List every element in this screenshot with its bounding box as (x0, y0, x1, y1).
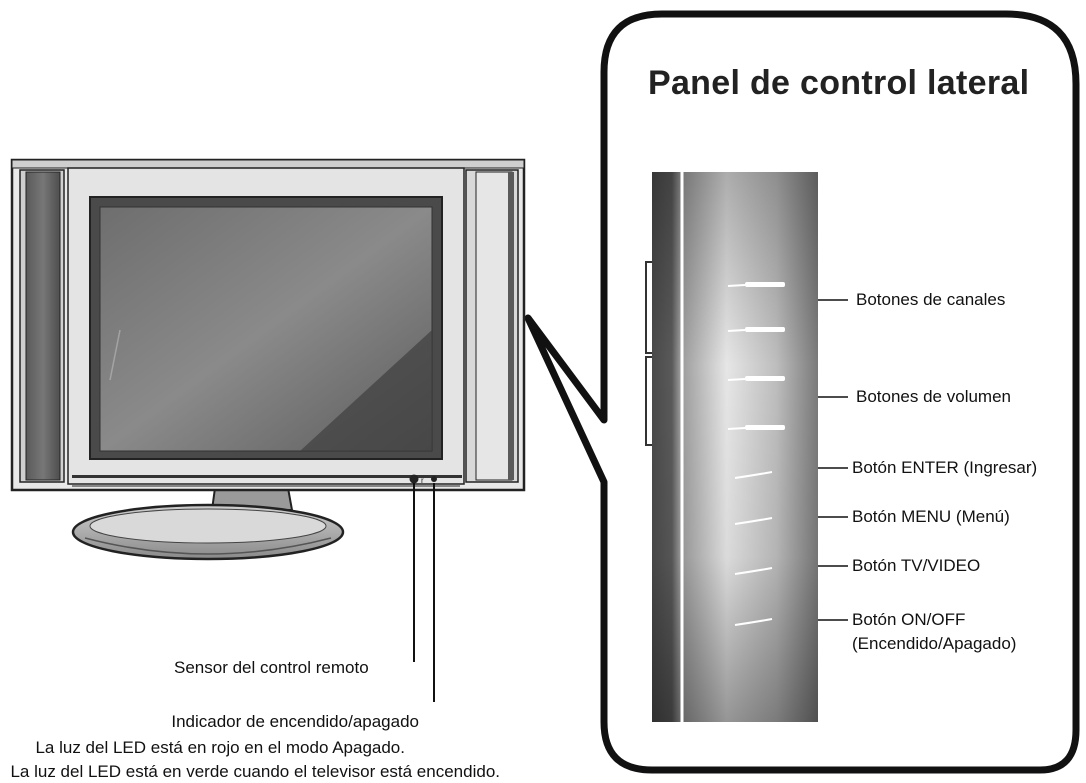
panel-leader-lines (818, 299, 848, 621)
label-on-off-button: Botón ON/OFF (852, 610, 966, 629)
label-enter-button: Botón ENTER (Ingresar) (852, 458, 1038, 477)
label-menu-button: Botón MENU (Menú) (852, 507, 1010, 526)
side-panel-strip (645, 172, 818, 722)
channel-buttons-marks (727, 282, 785, 332)
label-remote-sensor: Sensor del control remoto (174, 658, 369, 677)
thin-buttons-marks (734, 471, 773, 626)
tv-leader-lines (413, 483, 435, 702)
label-power-indicator: Indicador de encendido/apagado (171, 712, 419, 731)
volume-buttons-marks (727, 376, 785, 430)
label-on-off-sub: (Encendido/Apagado) (852, 634, 1017, 653)
label-led-off: La luz del LED está en rojo en el modo A… (35, 738, 405, 757)
svg-text:r: r (421, 476, 424, 485)
panel-title: Panel de control lateral (648, 64, 1030, 102)
label-volume-buttons: Botones de volumen (856, 387, 1011, 406)
label-led-on: La luz del LED está en verde cuando el t… (10, 762, 500, 781)
tv-illustration: r (10, 158, 526, 561)
label-tv-video-button: Botón TV/VIDEO (852, 556, 981, 575)
label-channel-buttons: Botones de canales (856, 290, 1006, 309)
